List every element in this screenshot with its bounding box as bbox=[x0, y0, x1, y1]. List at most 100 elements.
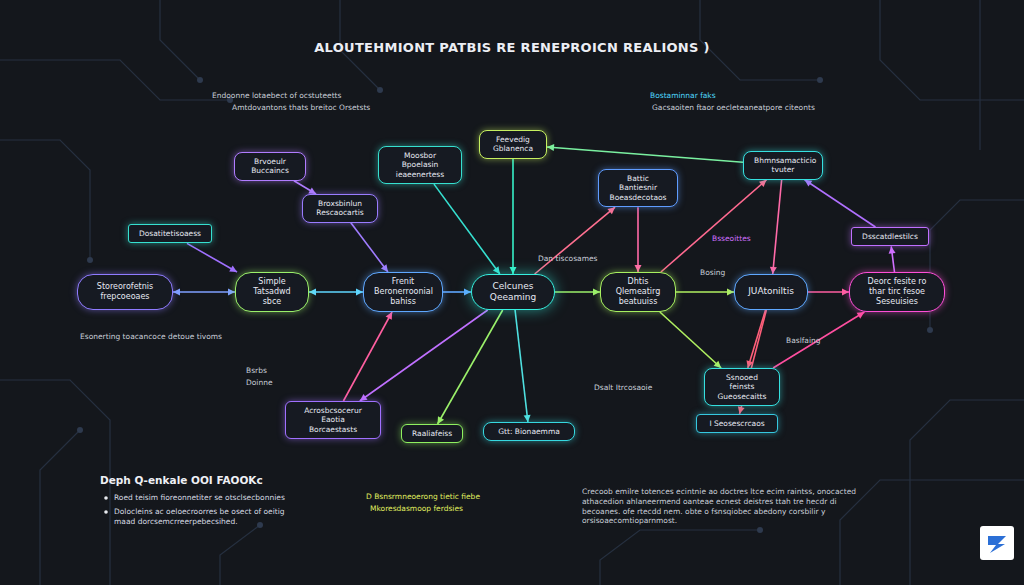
free-label: Roed teisim fioreonnetiter se otsclsecbo… bbox=[114, 493, 285, 503]
node-text: Battic Bantiesnir Boeasdecotaos bbox=[609, 174, 667, 202]
arrow-head bbox=[360, 394, 368, 401]
node-text: Storeorofetnis frepcoeoaes bbox=[88, 282, 162, 302]
arrow-head bbox=[381, 264, 388, 272]
arrow-head bbox=[228, 289, 235, 296]
arrow-head bbox=[635, 265, 642, 272]
arrow-head bbox=[386, 312, 392, 320]
connector-arrow bbox=[351, 223, 388, 272]
node-text: Deorc fesite ro thar tirc fesoe Seseuisi… bbox=[860, 277, 934, 307]
connector-arrow bbox=[547, 147, 743, 162]
connector-arrow bbox=[512, 159, 514, 274]
connector-arrow bbox=[637, 207, 639, 272]
arrow-head bbox=[173, 289, 180, 296]
arrow-head bbox=[309, 289, 316, 296]
free-label: Bosing bbox=[700, 268, 725, 278]
node-text: Gtt: Bionaemma bbox=[494, 427, 564, 436]
free-label: Endoonne lotaebect of ocstuteetts bbox=[212, 91, 341, 101]
arrow-head bbox=[438, 416, 445, 424]
connector-arrow bbox=[515, 310, 528, 422]
arrow-head bbox=[727, 289, 734, 296]
arrow-head bbox=[510, 267, 517, 274]
connector-arrow bbox=[773, 312, 864, 368]
free-label: Dsalt Itrcosaoie bbox=[594, 383, 652, 393]
free-label: Amtdovantons thats breitoc Orsetsts bbox=[232, 103, 370, 113]
node-text: Raaliafeiss bbox=[412, 429, 452, 438]
arrow-head bbox=[229, 265, 237, 272]
process-box: Raaliafeiss bbox=[401, 424, 463, 443]
free-label: Doinne bbox=[246, 378, 273, 388]
process-box: Broxsbinlun Rescaocartis bbox=[302, 194, 378, 223]
arrow-head bbox=[738, 406, 745, 414]
arrow-head bbox=[547, 144, 554, 151]
connector-arrow bbox=[438, 310, 503, 424]
process-pill: Deorc fesite ro thar tirc fesoe Seseuisi… bbox=[849, 272, 945, 312]
node-text: JUAtoniltis bbox=[745, 286, 797, 297]
free-label: Bsrbs bbox=[246, 366, 267, 376]
arrow-head bbox=[759, 180, 767, 187]
arrow-head bbox=[889, 246, 896, 253]
free-label: Mkoresdasmoop ferdsies bbox=[370, 504, 463, 514]
node-text: Dsscatdlestilcs bbox=[862, 232, 918, 241]
free-label: Esonerting toacancoce detoue tivoms bbox=[80, 332, 222, 342]
process-pill: Celcunes Qeeaming bbox=[471, 274, 555, 310]
connector-arrow bbox=[676, 291, 734, 293]
process-box: Gtt: Bionaemma bbox=[483, 422, 575, 441]
arrow-head bbox=[308, 187, 316, 194]
arrow-head bbox=[356, 289, 363, 296]
free-label: Dolocleins ac oeloecroorres be osect of … bbox=[114, 507, 294, 527]
connector-arrow bbox=[434, 184, 500, 274]
connector-arrow bbox=[748, 310, 766, 368]
connector-arrow bbox=[360, 310, 488, 401]
process-pill: Frenit Beronerroonial bahiss bbox=[363, 272, 443, 312]
process-box: Acrosbcsocerur Eaotia Borcaestasts bbox=[285, 401, 381, 439]
free-label: Crecoob emilre totences ecintnie ao doct… bbox=[582, 487, 872, 526]
connector-arrow bbox=[660, 312, 721, 368]
arrow-head bbox=[805, 180, 813, 187]
process-box: Brvoeulr Buccaincs bbox=[234, 152, 306, 181]
diagram-title: ALOUTEHMIONT PATBIS RE RENEPROICN REALIO… bbox=[0, 40, 1024, 57]
process-box: Dosatitetisoaess bbox=[128, 224, 212, 243]
node-text: Ssnooed feinsts Gueosecaitts bbox=[715, 373, 769, 401]
free-label: Bsseoittes bbox=[712, 234, 751, 244]
process-pill: JUAtoniltis bbox=[734, 274, 808, 310]
free-label: Deph Q-enkale OOI FAOOKc bbox=[100, 474, 263, 488]
node-text: Simple Tatsadwd sbce bbox=[246, 277, 298, 307]
free-label: Gacsaoiten ftaor oecleteaneatpore citeon… bbox=[652, 103, 815, 113]
node-text: Dhtis Qlemeatirg beatuuiss bbox=[611, 277, 665, 307]
process-pill: Dhtis Qlemeatirg beatuuiss bbox=[600, 272, 676, 312]
free-label: Baslfaing bbox=[786, 336, 821, 346]
arrow-head bbox=[593, 289, 600, 296]
connector-arrow bbox=[309, 291, 363, 293]
arrow-head bbox=[714, 361, 722, 368]
arrow-head bbox=[857, 312, 865, 319]
process-box: Feevedig Gblanenca bbox=[479, 130, 547, 159]
node-text: Feevedig Gblanenca bbox=[490, 135, 536, 154]
arrow-head bbox=[524, 415, 531, 422]
node-text: Celcunes Qeeaming bbox=[482, 281, 544, 304]
free-label: Dan tiscosames bbox=[538, 254, 597, 264]
node-text: Acrosbcsocerur Eaotia Borcaestasts bbox=[296, 406, 370, 434]
arrow-head bbox=[493, 266, 500, 274]
arrow-head bbox=[842, 289, 849, 296]
node-text: I Seosescrcaos bbox=[707, 419, 767, 428]
process-box: Ssnooed feinsts Gueosecaitts bbox=[704, 368, 780, 406]
connector-arrow bbox=[535, 207, 615, 274]
arrow-head bbox=[607, 207, 615, 214]
process-box: Bhmnsamacticio tvuter bbox=[743, 151, 823, 180]
process-box: Battic Bantiesnir Boeasdecotaos bbox=[598, 169, 678, 207]
free-label: Bostaminnar faks bbox=[650, 91, 716, 101]
process-box: Moosbor Bpoelasin ieaeenertess bbox=[378, 146, 462, 184]
connector-arrow bbox=[294, 181, 316, 194]
node-text: Brvoeulr Buccaincs bbox=[245, 157, 295, 176]
process-pill: Storeorofetnis frepcoeoaes bbox=[77, 274, 173, 310]
free-label: D Bsnsrmneoerong tietic fiebe bbox=[366, 492, 480, 502]
node-text: Bhmnsamacticio tvuter bbox=[754, 156, 812, 175]
connector-arrow bbox=[187, 243, 237, 272]
process-box: I Seosescrcaos bbox=[696, 414, 778, 433]
node-text: Dosatitetisoaess bbox=[139, 229, 201, 238]
node-text: Broxsbinlun Rescaocartis bbox=[313, 199, 367, 218]
arrow-head bbox=[464, 289, 471, 296]
connector-arrow bbox=[805, 180, 876, 227]
process-box: Dsscatdlestilcs bbox=[851, 227, 929, 246]
